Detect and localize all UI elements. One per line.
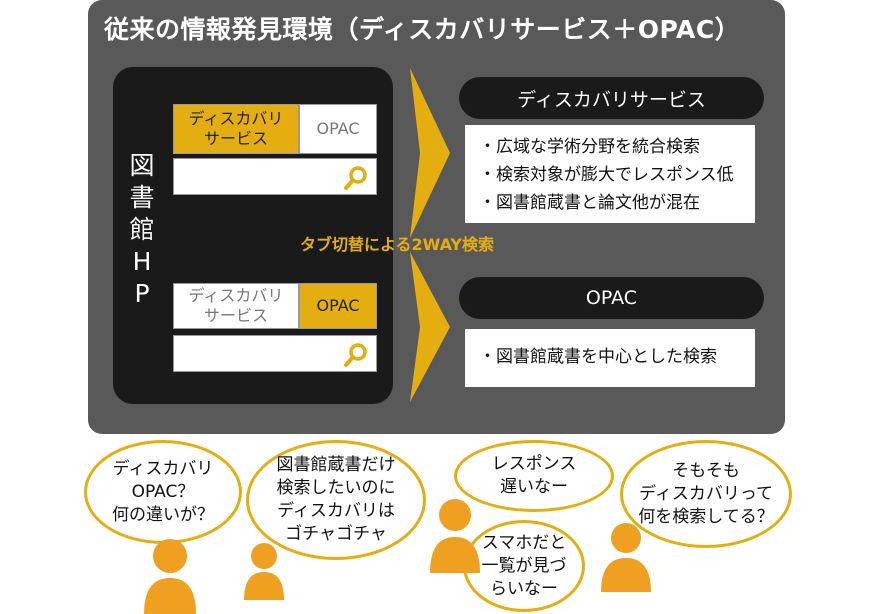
person-icon: [244, 543, 284, 600]
library-hp-char: P: [134, 279, 150, 308]
speech-bubble: 図書館蔵書だけ 検索したいのに ディスカバリは ゴチャゴチャ: [246, 440, 426, 560]
tab-discovery-service[interactable]: ディスカバリ サービス: [173, 283, 299, 329]
search-icon[interactable]: [342, 341, 370, 369]
tab-opac[interactable]: OPAC: [299, 104, 377, 154]
panel-title: 従来の情報発見環境（ディスカバリサービス＋OPAC）: [104, 15, 741, 44]
speech-bubble: そもそも ディスカバリって 何を検索してる？: [620, 440, 792, 548]
two-way-search-label: タブ切替による2WAY検索: [300, 235, 495, 254]
library-hp-label: 図 書 館 H P: [113, 150, 171, 310]
speech-bubble: スマホだと 一覧が見づ らいなー: [463, 520, 585, 612]
feature-item: ・図書館蔵書を中心とした検索: [479, 347, 717, 367]
tab-discovery-service-active[interactable]: ディスカバリ サービス: [173, 104, 299, 154]
feature-item: ・広域な学術分野を統合検索: [479, 137, 700, 157]
library-hp-char: 館: [129, 215, 155, 244]
library-hp-char: H: [132, 247, 152, 276]
person-icon: [601, 523, 651, 592]
person-icon: [144, 539, 196, 614]
person-icon: [430, 499, 480, 573]
search-input-opac[interactable]: [173, 335, 377, 372]
search-input-discovery[interactable]: [173, 158, 377, 195]
arrow-right-icon: [410, 68, 450, 238]
discovery-service-features: ・広域な学術分野を統合検索 ・検索対象が膨大でレスポンス低 ・図書館蔵書と論文他…: [465, 125, 755, 223]
speech-bubble: ディスカバリ OPAC？ 何の違いが？: [84, 440, 242, 544]
opac-features: ・図書館蔵書を中心とした検索: [465, 329, 755, 387]
opac-heading: OPAC: [459, 277, 764, 319]
feature-item: ・検索対象が膨大でレスポンス低: [479, 165, 734, 185]
library-hp-char: 図: [129, 151, 155, 180]
arrow-right-icon: [410, 252, 450, 402]
search-icon[interactable]: [342, 164, 370, 192]
library-hp-char: 書: [129, 183, 155, 212]
feature-item: ・図書館蔵書と論文他が混在: [479, 193, 700, 213]
discovery-service-heading: ディスカバリサービス: [459, 77, 764, 119]
tab-opac-active[interactable]: OPAC: [299, 283, 377, 329]
speech-bubble: レスポンス 遅いなー: [454, 440, 614, 512]
